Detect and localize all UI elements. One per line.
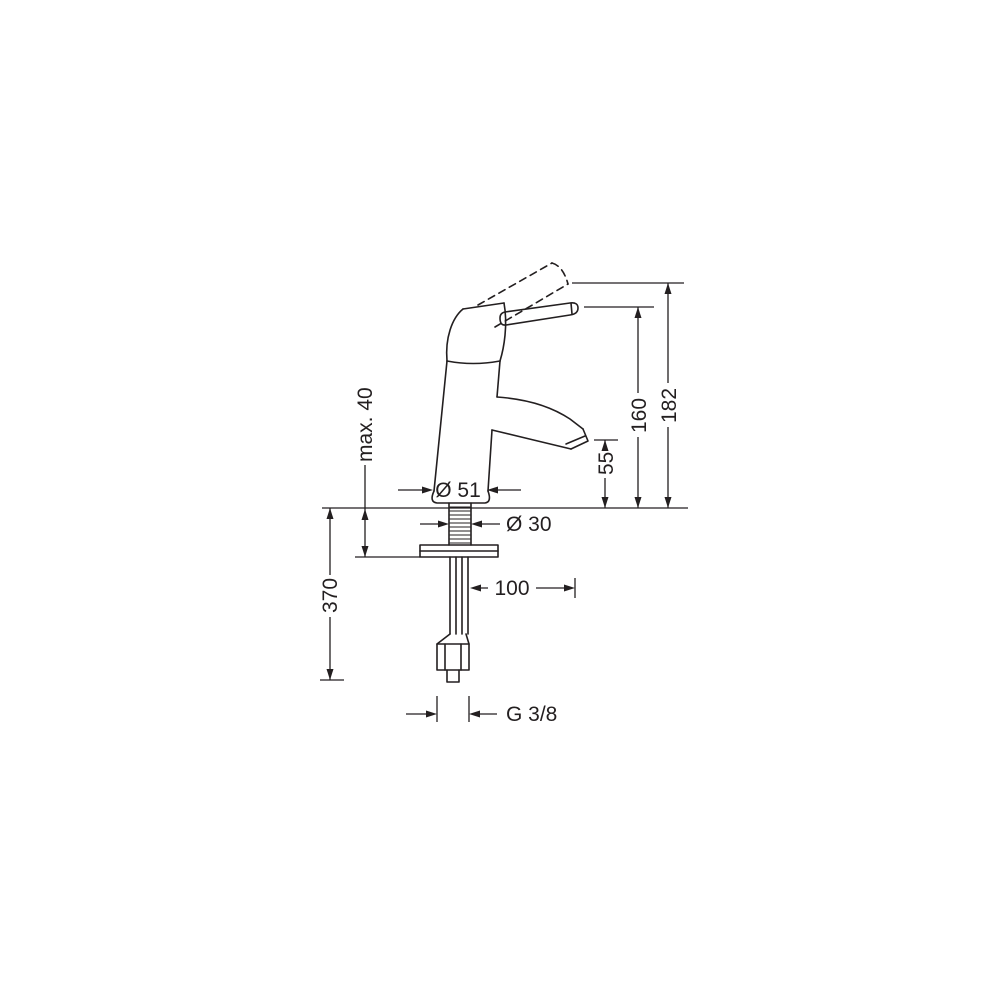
spout-end-face: [570, 428, 589, 450]
arrow-55-top: [601, 440, 609, 451]
arrow-370-top: [326, 508, 334, 519]
arrow-55-bottom: [601, 497, 609, 508]
dome-top-face: [462, 302, 505, 310]
arrow-100-right: [564, 584, 575, 592]
mounting-washer: [419, 544, 499, 558]
arrow-d30-left: [438, 520, 449, 528]
arrow-d51-right: [487, 486, 498, 494]
arrow-182-bottom: [664, 497, 672, 508]
arrow-370-bottom: [326, 669, 334, 680]
connection-nut: [436, 643, 470, 671]
spout-top-edge: [496, 396, 584, 430]
dim-label-160: 160: [628, 398, 651, 433]
arrow-100-left: [470, 584, 481, 592]
body-top-seam: [446, 360, 501, 365]
dimension-lines: [320, 282, 688, 722]
arrow-g38-right: [469, 710, 480, 718]
dim-label-diameter-51: Ø 51: [435, 479, 481, 502]
shank-thread-ticks: [449, 506, 471, 544]
lever-handle: [499, 302, 579, 326]
body-base: [431, 490, 491, 504]
arrow-160-top: [634, 307, 642, 318]
body-left-edge: [433, 360, 448, 492]
spout-bottom-edge: [491, 429, 572, 450]
arrow-g38-left: [426, 710, 437, 718]
arrow-max40-bottom: [361, 546, 369, 557]
hose-cone: [436, 633, 470, 645]
connection-tail: [446, 669, 460, 683]
arrow-182-top: [664, 283, 672, 294]
lever-end-cap: [570, 302, 573, 315]
open-lever-tip: [551, 262, 569, 285]
dim-label-100: 100: [494, 577, 529, 600]
open-lever-lower-edge: [494, 283, 569, 328]
dim-label-370: 370: [319, 578, 342, 613]
arrow-160-bottom: [634, 497, 642, 508]
arrow-d51-left: [422, 486, 433, 494]
dome-right: [499, 302, 507, 362]
open-lever-upper-edge: [477, 262, 553, 306]
handle-open-position-dashed: [477, 262, 569, 328]
arrow-max40-top: [361, 509, 369, 520]
arrow-d30-right: [471, 520, 482, 528]
dim-label-g38: G 3/8: [506, 703, 557, 726]
dimension-arrowheads: [326, 283, 672, 718]
ext-lines-nut: [436, 696, 470, 722]
dimension-labels: max. 40 Ø 51 Ø 30 100 370 55 160 182 G 3…: [319, 387, 681, 726]
dim-label-max-40: max. 40: [354, 387, 377, 462]
body-right-upper: [496, 360, 501, 398]
body-right-lower: [487, 429, 493, 492]
dim-label-55: 55: [595, 452, 618, 475]
dim-label-182: 182: [658, 388, 681, 423]
dome-left: [445, 308, 464, 362]
faucet-outline: [419, 302, 589, 683]
supply-hoses: [449, 556, 469, 635]
dim-label-diameter-30: Ø 30: [506, 513, 552, 536]
connection-nut-facets: [444, 643, 462, 671]
aerator-seam: [565, 435, 586, 445]
